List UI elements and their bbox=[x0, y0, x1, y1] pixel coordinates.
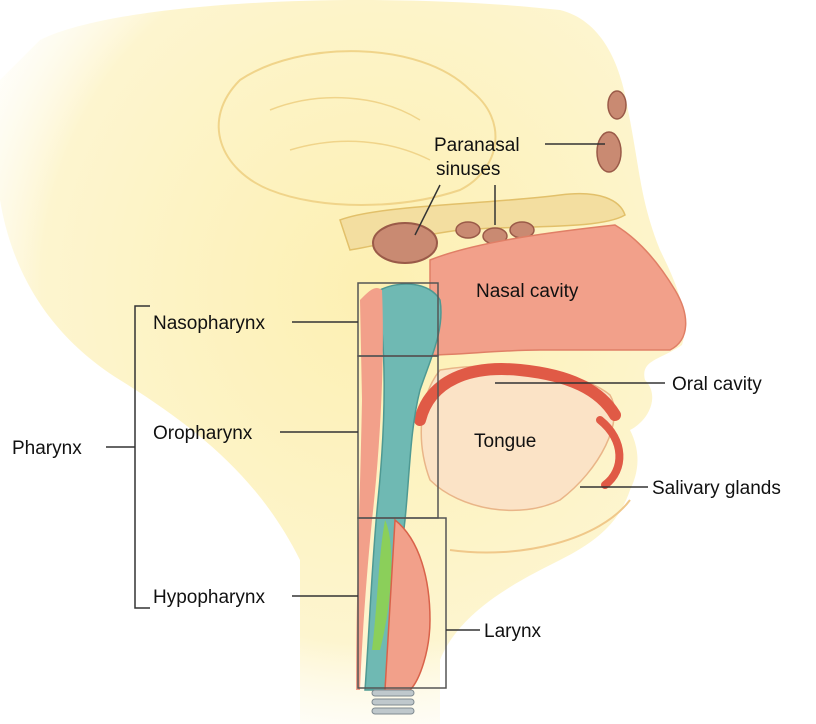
trachea-ring-3 bbox=[372, 708, 414, 714]
label-tongue: Tongue bbox=[474, 431, 536, 452]
sphenoid-sinus bbox=[373, 223, 437, 263]
trachea-ring-2 bbox=[372, 699, 414, 705]
label-hypopharynx: Hypopharynx bbox=[153, 587, 265, 608]
ethmoid-sinus-1 bbox=[456, 222, 480, 238]
trachea-ring-1 bbox=[372, 690, 414, 696]
label-paranasal-line2: sinuses bbox=[436, 159, 500, 180]
label-larynx: Larynx bbox=[484, 621, 542, 642]
frontal-sinus-upper bbox=[608, 91, 626, 119]
label-nasal-cavity: Nasal cavity bbox=[476, 281, 579, 302]
head-silhouette bbox=[0, 0, 685, 724]
label-paranasal-line1: Paranasal bbox=[434, 135, 520, 156]
frontal-sinus-lower bbox=[597, 132, 621, 172]
label-oral-cavity: Oral cavity bbox=[672, 374, 762, 395]
label-oropharynx: Oropharynx bbox=[153, 423, 253, 444]
label-salivary-glands: Salivary glands bbox=[652, 478, 781, 499]
label-pharynx: Pharynx bbox=[12, 438, 82, 459]
label-nasopharynx: Nasopharynx bbox=[153, 313, 265, 334]
